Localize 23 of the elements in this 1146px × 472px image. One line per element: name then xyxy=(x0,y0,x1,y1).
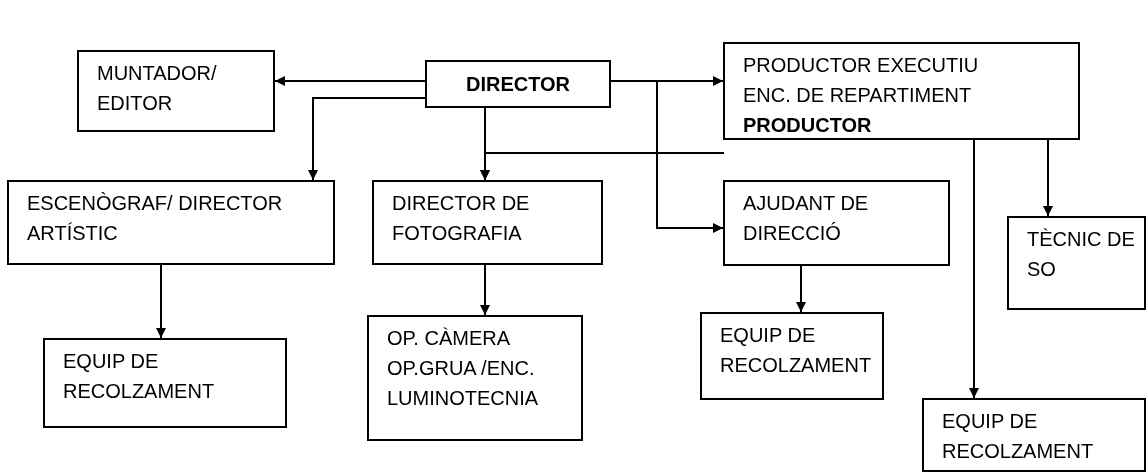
role-box: ESCENÒGRAF/ DIRECTOR ARTÍSTIC xyxy=(7,180,335,265)
arrow xyxy=(1043,139,1053,217)
role-box: DIRECTOR xyxy=(425,60,611,108)
role-text: PRODUCTOR xyxy=(743,113,873,138)
arrow xyxy=(480,264,490,316)
role-box: OP. CÀMERA OP.GRUA /ENC. LUMINOTECNIA xyxy=(367,315,583,441)
role-text: ENC. DE REPARTIMENT xyxy=(743,83,973,108)
role-box: EQUIP DE RECOLZAMENT xyxy=(43,338,287,428)
arrow xyxy=(969,139,979,399)
role-box: EQUIP DE RECOLZAMENT xyxy=(922,398,1146,472)
arrow xyxy=(610,80,724,233)
arrow xyxy=(308,97,426,181)
role-box xyxy=(723,42,1080,140)
arrow xyxy=(274,76,426,86)
role-box: AJUDANT DE DIRECCIÓ xyxy=(723,180,950,266)
role-box: MUNTADOR/ EDITOR xyxy=(77,50,275,132)
role-text: PRODUCTOR EXECUTIU xyxy=(743,53,980,78)
role-box: EQUIP DE RECOLZAMENT xyxy=(700,312,884,400)
arrow xyxy=(796,265,806,313)
arrow xyxy=(156,264,166,339)
role-box: DIRECTOR DE FOTOGRAFIA xyxy=(372,180,603,265)
role-box: TÈCNIC DE SO xyxy=(1007,216,1146,310)
arrow xyxy=(480,152,725,181)
